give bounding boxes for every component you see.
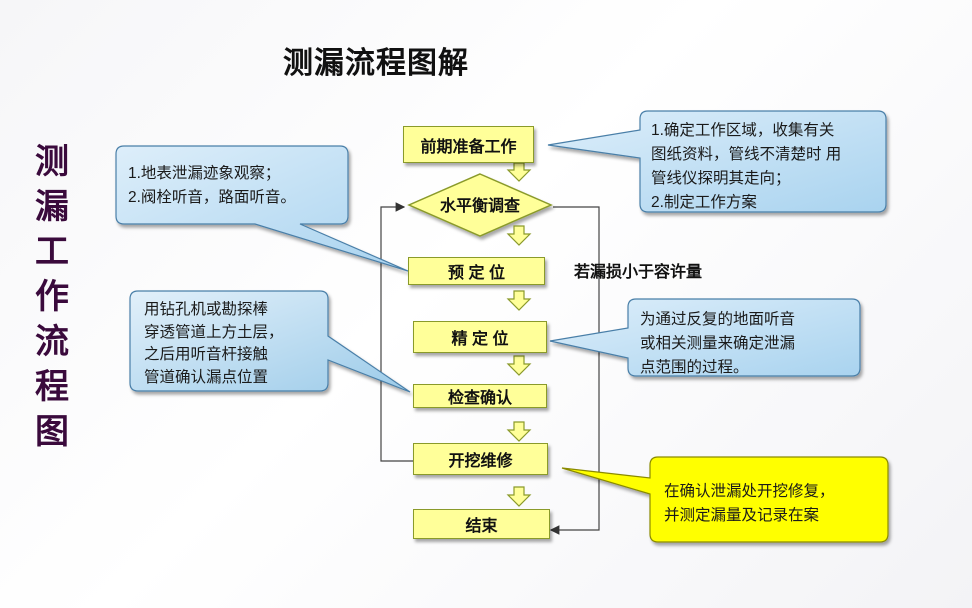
callout-repair-line: 在确认泄漏处开挖修复， (664, 483, 835, 500)
callout-prep: 1.确定工作区域，收集有关 图纸资料，管线不清楚时 用 管线仪探明其走向； 2.… (641, 112, 887, 222)
loop-right-line (549, 206, 600, 535)
step-precise-locate: 精 定 位 (413, 321, 547, 353)
callout-drill-line: 管道确认漏点位置 (144, 368, 269, 386)
callout-surface: 1.地表泄漏迹象观察； 2.阀栓听音，路面听音。 (118, 155, 348, 217)
flow-arrow-3 (506, 290, 532, 311)
callout-prep-line: 2.制定工作方案 (651, 194, 757, 211)
callout-pinpoint-shape (549, 298, 861, 377)
callout-pinpoint-line: 点范围的过程。 (640, 359, 749, 376)
callout-drill-line: 之后用听音杆接触 (144, 346, 269, 363)
callout-pinpoint-line: 为通过反复的地面听音 (640, 311, 796, 328)
loop-note: 若漏损小于容许量 (574, 264, 703, 281)
callout-pinpoint: 为通过反复的地面听音 或相关测量来确定泄漏 点范围的过程。 (630, 301, 860, 387)
step-confirm: 检查确认 (413, 384, 547, 408)
callout-repair-shape (561, 456, 889, 543)
callout-prep-line: 管线仪探明其走向； (651, 170, 791, 187)
step-repair: 开挖维修 (413, 443, 548, 475)
step-prep: 前期准备工作 (403, 126, 534, 163)
flow-arrow-5 (506, 421, 532, 442)
side-title: 测漏工作流程图 (35, 143, 69, 451)
step-water-balance: 水平衡调查 (439, 198, 520, 215)
callout-drill-line: 穿透管道上方土层， (144, 323, 284, 341)
callout-surface-line: 2.阀栓听音，路面听音。 (128, 189, 296, 206)
callout-repair: 在确认泄漏处开挖修复， 并测定漏量及记录在案 (654, 473, 886, 535)
flow-arrow-6 (506, 486, 532, 507)
flow-arrow-4 (506, 355, 532, 376)
diamond-shape (407, 173, 553, 237)
flow-arrow-2 (506, 225, 532, 246)
callout-prep-line: 图纸资料，管线不清楚时 用 (651, 146, 842, 163)
callout-prep-shape (547, 110, 887, 213)
callout-repair-line: 并测定漏量及记录在案 (664, 507, 820, 524)
callout-drill-shape (129, 290, 411, 393)
callout-prep-line: 1.确定工作区域，收集有关 (651, 122, 835, 139)
callout-pinpoint-line: 或相关测量来确定泄漏 (640, 335, 796, 352)
callout-surface-shape (115, 145, 409, 272)
callout-drill: 用钻孔机或勘探棒 穿透管道上方土层， 之后用听音杆接触 管道确认漏点位置 (134, 292, 329, 396)
callout-drill-line: 用钻孔机或勘探棒 (144, 301, 269, 318)
flow-arrow-1 (506, 162, 532, 182)
flow-arrows (506, 162, 532, 507)
step-pre-locate: 预 定 位 (408, 257, 545, 285)
loop-left-line (380, 202, 413, 462)
callout-surface-line: 1.地表泄漏迹象观察； (128, 165, 281, 182)
step-end: 结束 (413, 509, 550, 539)
page-title: 测漏流程图解 (283, 47, 469, 80)
